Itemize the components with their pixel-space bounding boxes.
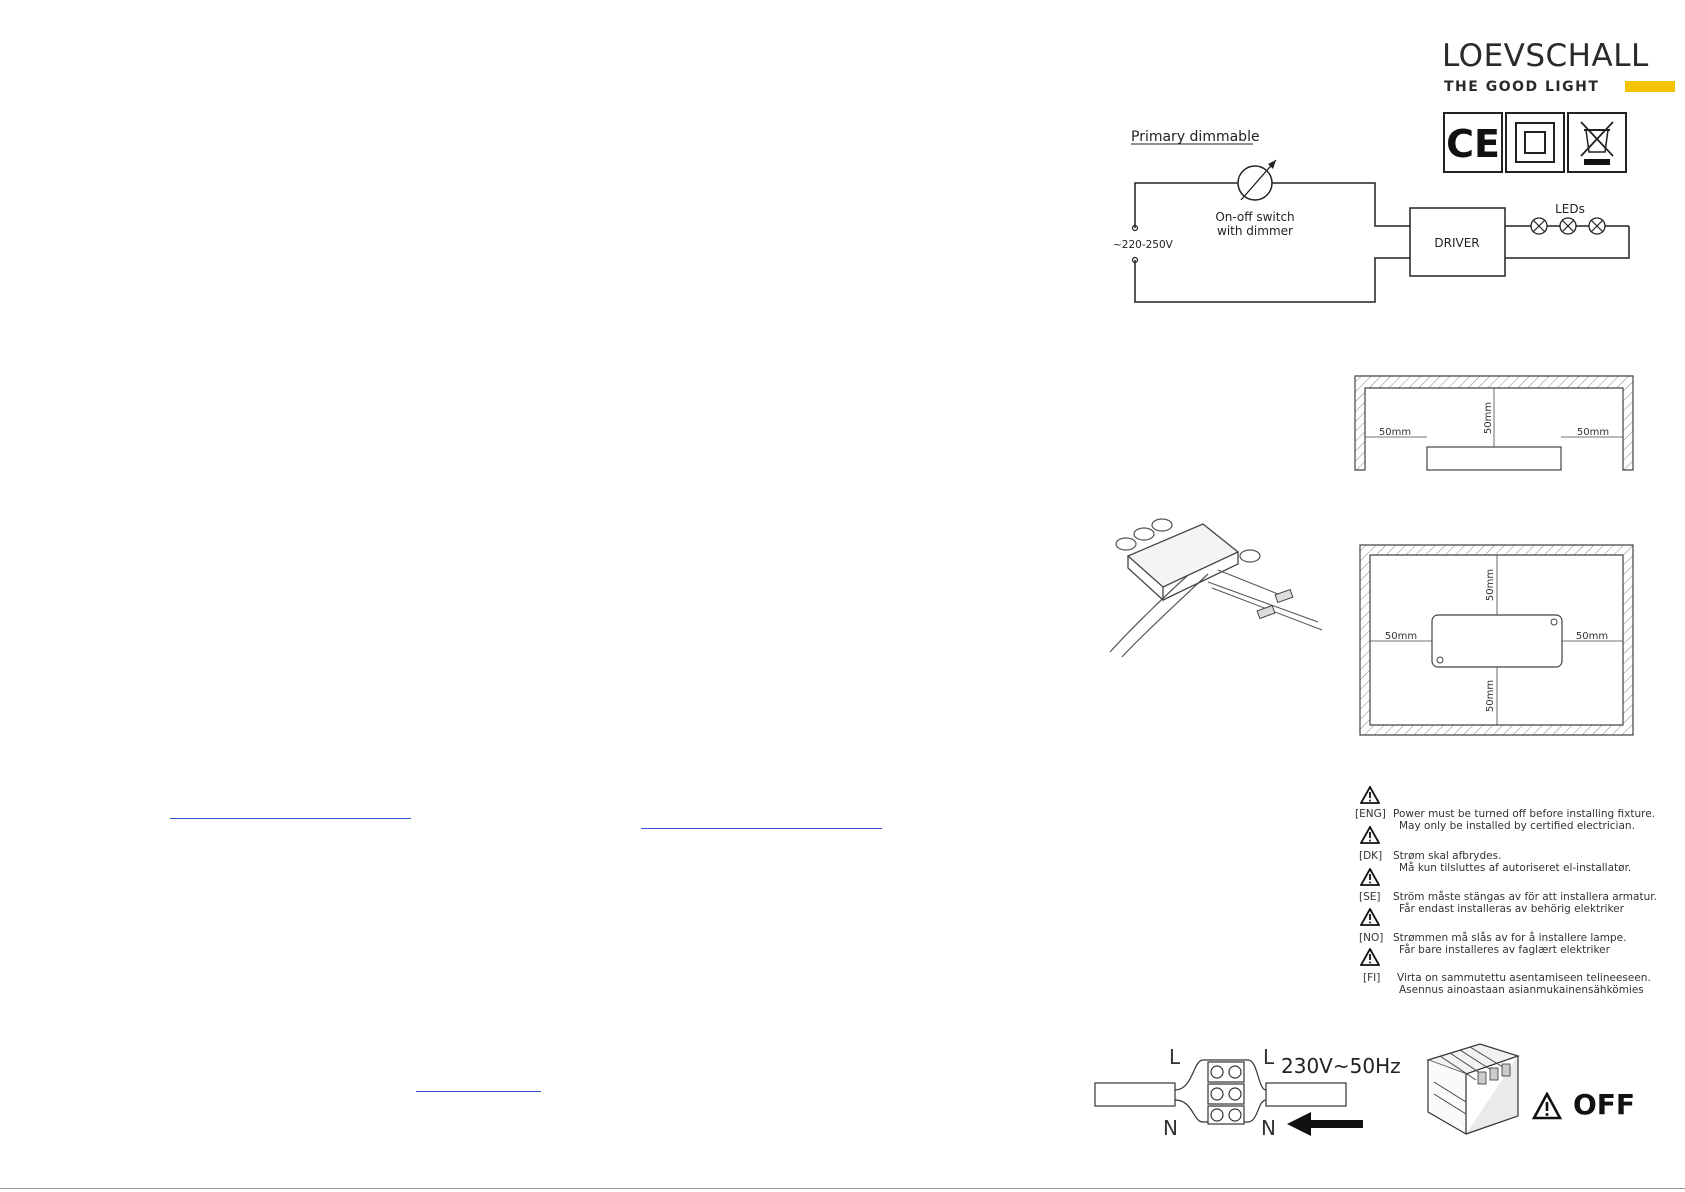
mains-voltage-label: 230V~50Hz	[1281, 1054, 1401, 1078]
brand-tagline: THE GOOD LIGHT	[1444, 79, 1600, 95]
safety-warnings: [ENG] Power must be turned off before in…	[1355, 786, 1657, 998]
neutral-left-label: N	[1163, 1116, 1178, 1140]
link-underline[interactable]	[170, 818, 411, 819]
side-top-clearance: 50mm	[1483, 402, 1494, 434]
side-left-clearance: 50mm	[1379, 427, 1411, 438]
leds-label: LEDs	[1555, 202, 1585, 216]
driver-outline	[1431, 614, 1563, 668]
warning-triangle-icon	[1360, 908, 1380, 926]
warning-dk-line1: Strøm skal afbrydes.	[1393, 850, 1502, 862]
circuit-breaker-icon	[1426, 1043, 1520, 1136]
weee-crossed-bin-icon	[1567, 112, 1627, 173]
brand-accent-bar	[1625, 81, 1675, 92]
live-left-label: L	[1169, 1045, 1181, 1069]
arrow-left-icon	[1287, 1112, 1363, 1136]
ce-mark-icon: CE	[1443, 112, 1503, 173]
link-underline[interactable]	[416, 1091, 541, 1092]
led-lamp-icon	[1559, 217, 1577, 235]
switch-label-line2: with dimmer	[1217, 224, 1293, 238]
driver-label: DRIVER	[1434, 236, 1479, 250]
driver-outline	[1426, 446, 1562, 471]
class-ii-double-insulation-icon	[1505, 112, 1565, 173]
warning-code-no: [NO]	[1359, 932, 1384, 944]
top-top-clearance: 50mm	[1485, 569, 1496, 601]
side-right-clearance: 50mm	[1577, 427, 1609, 438]
warning-triangle-icon	[1360, 786, 1380, 804]
power-off-label: OFF	[1573, 1088, 1636, 1121]
wiring-diagram: Primary dimmable ~220-250V On-off switch…	[1113, 129, 1630, 303]
page-edge	[0, 1188, 1685, 1189]
neutral-right-label: N	[1261, 1116, 1276, 1140]
live-right-label: L	[1263, 1045, 1275, 1069]
switch-label-line1: On-off switch	[1215, 210, 1294, 224]
warning-se-line2: Får endast installeras av behörig elektr…	[1399, 903, 1624, 915]
link-underline[interactable]	[641, 828, 882, 829]
warning-eng-line1: Power must be turned off before installi…	[1393, 808, 1655, 820]
terminal-connection-diagram: L N L N 230V~50Hz	[1094, 1045, 1401, 1140]
warning-code-eng: [ENG]	[1355, 808, 1386, 820]
warning-fi-line2: Asennus ainoastaan asianmukainensähkömie…	[1399, 984, 1644, 996]
led-lamp-icon	[1530, 217, 1548, 235]
ce-mark-text: CE	[1446, 122, 1500, 166]
warning-code-se: [SE]	[1359, 891, 1381, 903]
warning-code-dk: [DK]	[1359, 850, 1383, 862]
wiring-diagram-title: Primary dimmable	[1131, 129, 1260, 145]
warning-triangle-icon	[1360, 868, 1380, 886]
warning-eng-line2: May only be installed by certified elect…	[1399, 820, 1635, 832]
dimmer-switch-icon	[1237, 159, 1277, 201]
warning-fi-line1: Virta on sammutettu asentamiseen telinee…	[1397, 972, 1651, 984]
brand-logo-name: LOEVSCHALL	[1442, 38, 1649, 74]
certification-icons: CE	[1443, 112, 1627, 173]
led-lamp-icon	[1588, 217, 1606, 235]
top-bottom-clearance: 50mm	[1485, 680, 1496, 712]
driver-box	[1409, 207, 1506, 277]
warning-se-line1: Ström måste stängas av för att installer…	[1393, 891, 1657, 903]
clearance-top-view: 50mm 50mm 50mm 50mm	[1359, 544, 1634, 736]
driver-product-sketch	[1109, 518, 1323, 657]
top-right-clearance: 50mm	[1576, 631, 1608, 642]
top-left-clearance: 50mm	[1385, 631, 1417, 642]
warning-triangle-icon	[1360, 948, 1380, 966]
warning-code-fi: [FI]	[1363, 972, 1381, 984]
warning-triangle-icon	[1532, 1092, 1562, 1120]
warning-no-line2: Får bare installeres av faglært elektrik…	[1399, 944, 1610, 956]
clearance-side-view: 50mm 50mm 50mm	[1354, 375, 1634, 471]
supply-voltage-label: ~220-250V	[1113, 239, 1174, 251]
warning-triangle-icon	[1360, 826, 1380, 844]
warning-dk-line2: Må kun tilsluttes af autoriseret el-inst…	[1399, 862, 1632, 874]
warning-no-line1: Strømmen må slås av for å installere lam…	[1393, 932, 1627, 944]
